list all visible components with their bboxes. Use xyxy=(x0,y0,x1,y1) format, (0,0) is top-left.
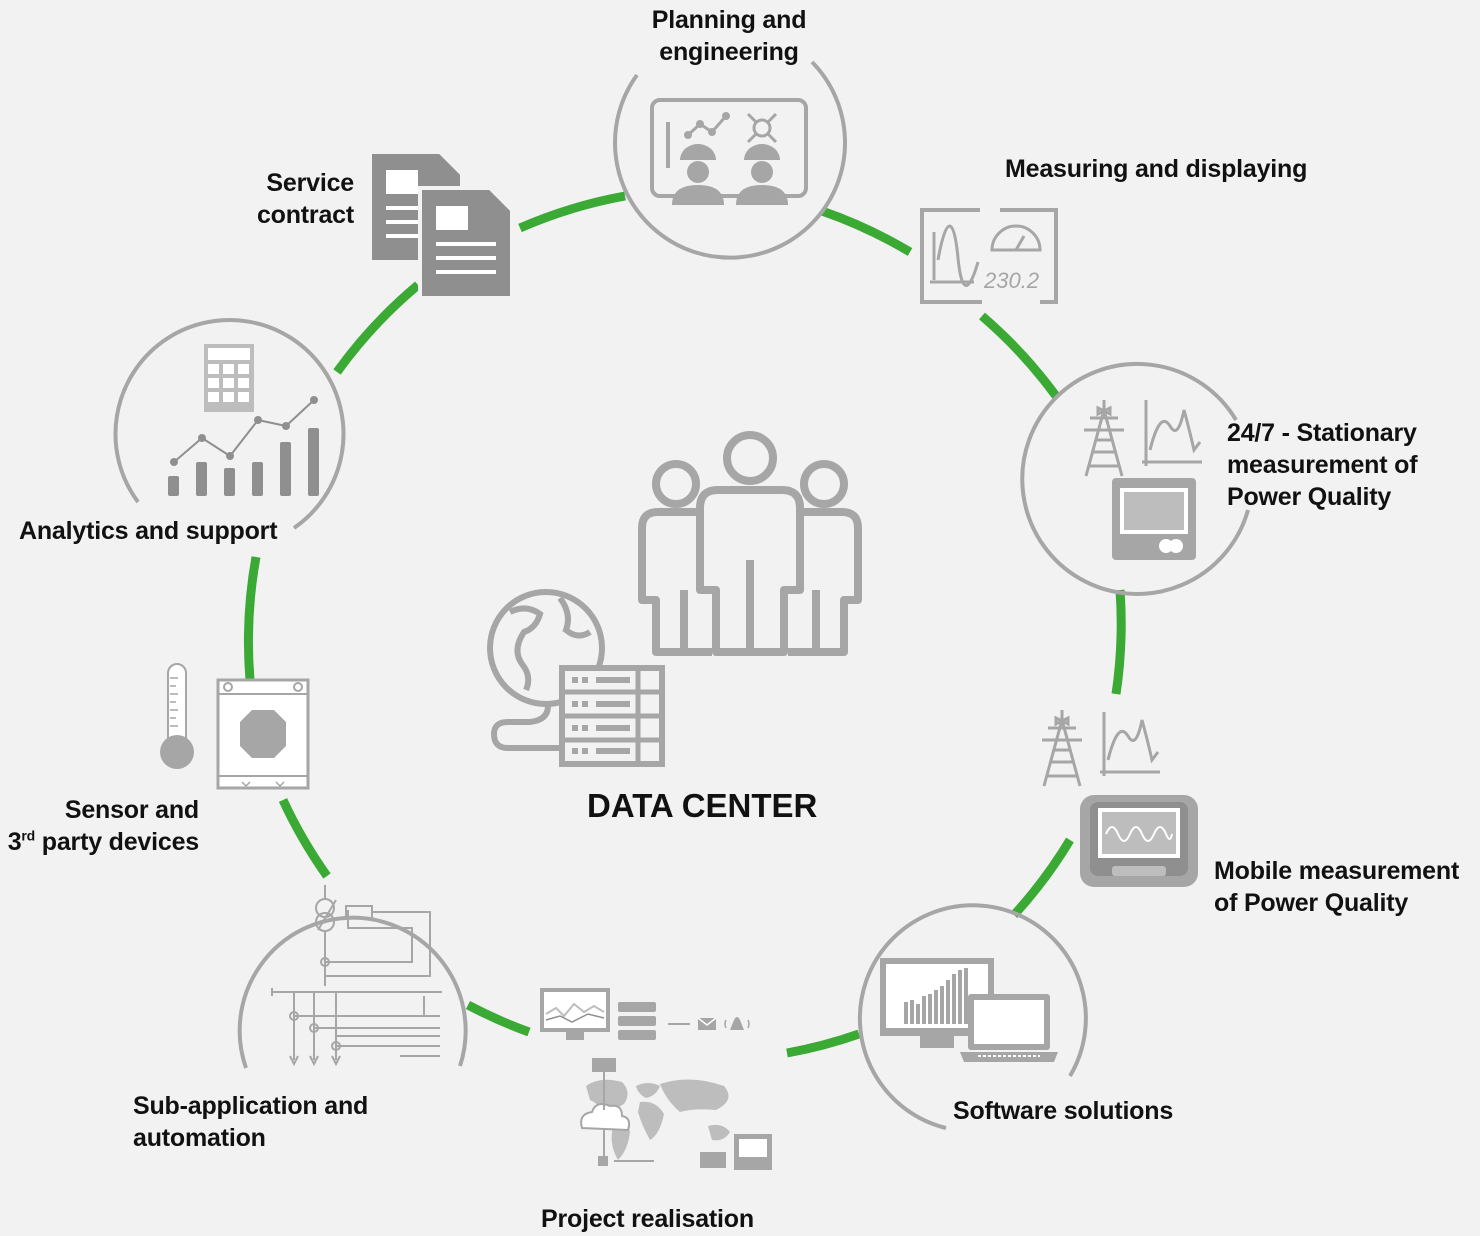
subapp-label: Sub-application and automation xyxy=(133,1090,368,1154)
portable-analyzer-icon xyxy=(1042,710,1198,887)
stationary-label: 24/7 - Stationary measurement of Power Q… xyxy=(1227,417,1418,513)
service-label-line1: Service xyxy=(266,169,354,197)
planning-label-line1: Planning and xyxy=(651,6,807,34)
analytics-label: Analytics and support xyxy=(19,515,278,547)
sensor-label-line1: Sensor and xyxy=(64,796,199,824)
stationary-label-line3: Power Quality xyxy=(1227,483,1392,511)
planning-label-line2: engineering xyxy=(659,38,799,66)
sensor-label: Sensor and 3rd party devices xyxy=(0,794,199,858)
stationary-label-line2: measurement of xyxy=(1227,451,1418,479)
computer-laptop-icon xyxy=(880,958,1058,1062)
project-label: Project realisation xyxy=(541,1203,754,1235)
globe-server-icon xyxy=(487,589,665,767)
sensor-label-superscript: rd xyxy=(21,827,36,844)
project-label-line1: Project realisation xyxy=(541,1205,754,1233)
sensor-label-line2: 3rd party devices xyxy=(0,826,199,858)
thermometer-transformer-icon xyxy=(160,663,310,790)
stationary-node xyxy=(1020,362,1250,596)
mobile-label: Mobile measurement of Power Quality xyxy=(1214,855,1459,919)
people-globe-server-icon xyxy=(638,431,862,656)
planning-circle xyxy=(613,60,848,260)
service-label-line2: contract xyxy=(256,201,354,229)
documents-icon xyxy=(368,150,514,300)
sensor-label-rest: party devices xyxy=(35,828,199,856)
meter-display-icon: 230.2 xyxy=(920,208,1058,304)
software-circle xyxy=(857,903,1088,1130)
analytics-label-line1: Analytics and support xyxy=(19,517,278,545)
meter-readout: 230.2 xyxy=(983,268,1039,293)
engineers-presentation-icon xyxy=(650,98,808,205)
measuring-label: Measuring and displaying xyxy=(1005,153,1307,185)
single-line-diagram-icon xyxy=(271,885,442,1067)
stationary-circle xyxy=(1020,362,1250,596)
planning-label: Planning and engineering xyxy=(620,4,838,68)
analytics-node xyxy=(113,318,346,530)
subapp-label-line2: automation xyxy=(133,1124,266,1152)
mobile-label-line2: of Power Quality xyxy=(1214,889,1409,917)
data-center-title: DATA CENTER xyxy=(587,787,818,824)
sensor-label-number: 3 xyxy=(7,828,22,856)
software-node xyxy=(857,903,1088,1130)
calculator-chart-icon xyxy=(168,344,319,496)
measuring-label-line1: Measuring and displaying xyxy=(1005,155,1308,183)
service-label: Service contract xyxy=(220,167,354,231)
subapp-node xyxy=(237,885,468,1069)
cycle-ring xyxy=(243,191,1126,1058)
subapp-label-line1: Sub-application and xyxy=(133,1092,369,1120)
planning-node xyxy=(613,60,848,260)
software-label: Software solutions xyxy=(953,1095,1173,1127)
stationary-label-line1: 24/7 - Stationary xyxy=(1227,419,1417,447)
tower-monitor-icon xyxy=(1084,400,1202,560)
mobile-label-line1: Mobile measurement xyxy=(1214,857,1460,885)
software-label-line1: Software solutions xyxy=(953,1097,1174,1125)
network-world-map-icon xyxy=(540,988,772,1170)
analytics-circle xyxy=(113,318,346,530)
